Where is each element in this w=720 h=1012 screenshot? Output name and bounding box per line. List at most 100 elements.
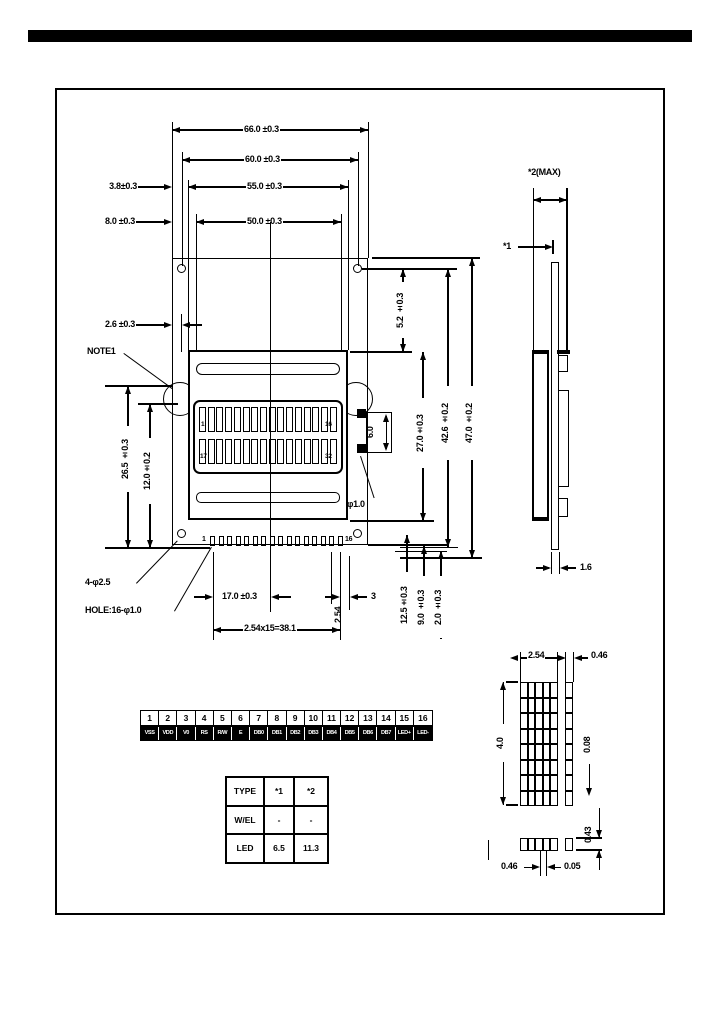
dot: [535, 744, 543, 760]
side-block: [558, 390, 569, 487]
dot-gap-h-label: 0.05: [563, 861, 582, 872]
dot: [520, 790, 528, 806]
line: [136, 324, 164, 326]
arrowhead: [350, 157, 358, 163]
arrowhead: [510, 655, 518, 661]
mounting-hole: [177, 529, 186, 538]
pin-number-cell: 11: [323, 711, 342, 725]
character-cell: [268, 439, 276, 464]
cell-number: 32: [325, 453, 332, 460]
dot: [520, 759, 528, 775]
character-cell: [321, 407, 329, 432]
dot: [520, 682, 528, 698]
character-cell: [216, 439, 224, 464]
character-cell: [286, 407, 294, 432]
pin-number-cell: 10: [305, 711, 323, 725]
pin-hole: [312, 536, 318, 546]
arrowhead: [340, 184, 348, 190]
dot: [565, 713, 573, 729]
arrowhead: [125, 386, 131, 394]
dot: [535, 759, 543, 775]
dot: [542, 759, 550, 775]
cell-number: 16: [325, 421, 332, 428]
arrowhead: [469, 550, 475, 558]
line: [341, 214, 342, 400]
character-cell: [225, 439, 233, 464]
line: [182, 152, 183, 266]
pin-hole: [261, 536, 267, 546]
character-cell: [303, 439, 311, 464]
pin-number-cell: 6: [232, 711, 251, 725]
mounting-hole: [353, 264, 362, 273]
led-pad: [357, 444, 366, 453]
pin-signal-cell: R/W: [214, 727, 232, 740]
pin-hole-callout: HOLE:16-φ1.0: [84, 605, 143, 616]
type-table-cell: 6.5: [264, 834, 294, 863]
type-table-cell: *1: [264, 777, 294, 806]
pin-signal-cell: LED-: [417, 730, 429, 736]
character-cell: [294, 407, 302, 432]
pin-signal-cell: V0: [177, 727, 196, 740]
dot: [565, 682, 573, 698]
dim-55-label: 55.0 ±0.3: [246, 181, 283, 192]
type-table-row: W/EL--: [226, 805, 328, 834]
arrowhead: [332, 627, 340, 633]
mounting-hole-callout: 4-φ2.5: [84, 577, 112, 588]
line: [372, 257, 480, 259]
pin-signal-cell: DB0: [250, 727, 269, 740]
pin-number-cell: 8: [268, 711, 287, 725]
arrowhead: [420, 513, 426, 521]
line: [190, 324, 202, 326]
dot: [542, 744, 550, 760]
arrowhead: [164, 219, 172, 225]
pin-number-cell: 2: [159, 711, 178, 725]
arrowhead: [420, 352, 426, 360]
arrowhead: [333, 219, 341, 225]
pin-hole: [278, 536, 284, 546]
character-cell: [233, 407, 241, 432]
line: [576, 837, 602, 839]
dim-27-0-label: 27.0±0.3: [415, 398, 429, 468]
char-width-label: 2.54: [527, 650, 546, 661]
arrowhead: [182, 322, 190, 328]
dim-17-0-label: 17.0 ±0.3: [221, 591, 258, 602]
dim-3-label: 3: [370, 591, 377, 602]
dim-6-0-label: 6.0: [365, 426, 375, 439]
dot: [542, 713, 550, 729]
dot: [565, 790, 573, 806]
pin-hole: [210, 536, 215, 546]
line: [598, 850, 600, 870]
arrowhead: [147, 540, 153, 548]
line: [325, 596, 333, 598]
pin-hole: [235, 536, 241, 546]
pin-hole: [329, 536, 335, 546]
dot: [527, 697, 535, 713]
character-cell: [277, 439, 285, 464]
arrowhead: [125, 540, 131, 548]
arrowhead: [350, 594, 358, 600]
line: [330, 552, 332, 604]
line: [487, 840, 489, 860]
arrowhead: [182, 157, 190, 163]
dot: [550, 728, 558, 744]
arrowhead: [500, 682, 506, 690]
pin-number-cell: 1: [141, 711, 160, 725]
pin16-label: 16: [345, 536, 353, 543]
line: [568, 567, 576, 569]
line: [138, 186, 164, 188]
pin1-label: 1: [202, 536, 206, 543]
line: [138, 403, 178, 405]
type-table-cell: LED: [226, 834, 264, 863]
arrowhead: [445, 539, 451, 547]
character-cell: [303, 407, 311, 432]
mounting-hole: [177, 264, 186, 273]
line: [576, 849, 602, 851]
mounting-hole: [353, 529, 362, 538]
arrowhead: [360, 127, 368, 133]
arrowhead: [438, 551, 444, 559]
pin-signal-cell: VSS: [141, 727, 160, 740]
type-table-cell: 11.3: [294, 834, 328, 863]
character-cell: [199, 439, 206, 464]
line: [539, 850, 541, 876]
